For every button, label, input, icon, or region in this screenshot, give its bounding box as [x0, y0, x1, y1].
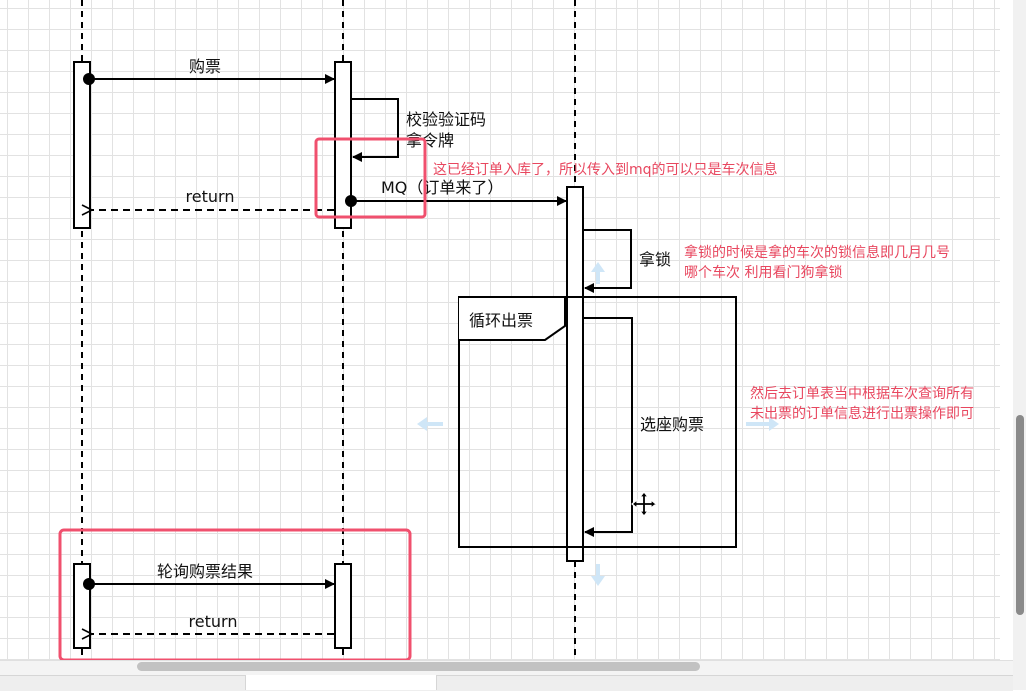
page-tab[interactable] — [245, 675, 437, 690]
message-return1-label: return — [186, 187, 235, 206]
highlight-box-poll — [58, 528, 412, 660]
annotation-note-2-line1: 拿锁的时候是拿的车次的锁信息即几月几号 — [684, 244, 950, 261]
vertical-scrollbar-thumb[interactable] — [1016, 415, 1024, 615]
loop-fragment-label: 循环出票 — [469, 311, 533, 330]
activation-bar-2a[interactable] — [334, 61, 352, 229]
sequence-diagram[interactable]: 购票 校验验证码 拿令牌 return MQ（订单来了） 拿锁 循环出票 选座购… — [0, 0, 1013, 660]
highlight-box-mq — [314, 137, 427, 219]
self-message-validate-label-line2: 拿令牌 — [406, 131, 454, 150]
direction-arrow-icon-right[interactable] — [746, 417, 779, 431]
self-message-validate-label-line1: 校验验证码 — [406, 110, 486, 129]
self-message-lock-arrow[interactable] — [583, 229, 632, 293]
self-message-select-seat-arrow[interactable] — [583, 317, 633, 537]
message-poll-label: 轮询购票结果 — [157, 562, 253, 581]
move-cursor-icon — [631, 491, 657, 517]
activation-bar-1b[interactable] — [73, 563, 91, 649]
activation-bar-2b[interactable] — [334, 563, 352, 649]
annotation-note-3-line1: 然后去订单表当中根据车次查询所有 — [750, 385, 974, 402]
self-message-select-seat-label: 选座购票 — [640, 415, 704, 434]
message-buy-ticket-label: 购票 — [189, 57, 221, 76]
activation-bar-3[interactable] — [566, 186, 584, 562]
annotation-note-2-line2: 哪个车次 利用看门狗拿锁 — [684, 264, 842, 281]
loop-fragment[interactable] — [458, 296, 737, 548]
direction-arrow-icon-left[interactable] — [417, 417, 443, 431]
activation-bar-1a[interactable] — [73, 61, 91, 229]
self-message-lock-label: 拿锁 — [639, 250, 671, 269]
page-tab-bar — [0, 675, 1013, 691]
message-return2-label: return — [189, 612, 238, 631]
direction-arrow-icon-down[interactable] — [591, 564, 605, 586]
annotation-note-3-line2: 未出票的订单信息进行出票操作即可 — [750, 405, 974, 422]
direction-arrow-icon-up[interactable] — [591, 262, 605, 284]
message-mq-label: MQ（订单来了） — [381, 178, 503, 197]
loop-fragment-tab — [459, 296, 566, 341]
self-message-validate-arrow[interactable] — [351, 98, 399, 162]
horizontal-scrollbar-thumb[interactable] — [137, 662, 700, 671]
annotation-note-1: 这已经订单入库了，所以传入到mq的可以只是车次信息 — [433, 161, 778, 178]
